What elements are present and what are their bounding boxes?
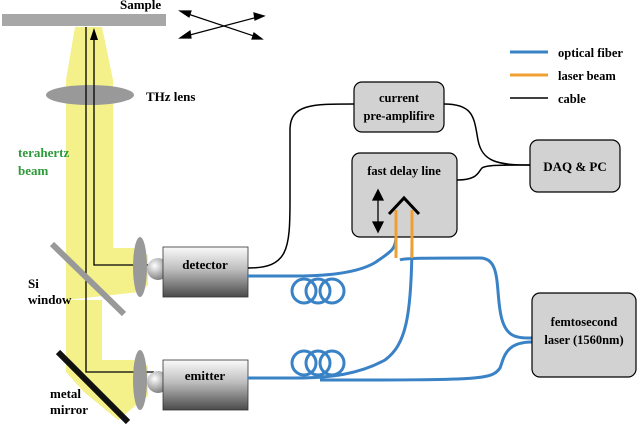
daq-pc-label: DAQ & PC — [543, 159, 607, 174]
laser-beams — [394, 210, 414, 258]
legend-label-laser: laser beam — [558, 69, 616, 83]
femtosecond-laser-box — [531, 292, 637, 378]
fiber-coil-detector — [290, 277, 318, 305]
preamp-label-line2: pre-amplifire — [363, 109, 435, 123]
femtosecond-laser-label: femtosecond — [551, 315, 618, 329]
emitter-module — [162, 359, 249, 411]
preamp-label: current — [379, 91, 420, 105]
emitter-lens — [133, 350, 147, 410]
legend-label-fiber: optical fiber — [558, 46, 623, 60]
terahertz-label: terahertz — [18, 145, 69, 160]
daq-pc-box — [529, 139, 621, 193]
legend: optical fiber laser beam cable — [510, 46, 623, 106]
metal-mirror — [55, 349, 131, 425]
si-window-label-line2: window — [28, 292, 72, 307]
si-window — [49, 241, 127, 317]
emitter-label: emitter — [185, 368, 226, 383]
si-window-label: Si — [28, 276, 39, 291]
fiber-coil-emitter — [290, 349, 318, 377]
metal-mirror-label-line2: mirror — [50, 402, 88, 417]
detector-label: detector — [182, 257, 228, 272]
delay-line-label: fast delay line — [367, 164, 441, 178]
scan-arrow-icon — [178, 10, 266, 40]
delay-arrow-icon — [371, 188, 385, 234]
preamp-box — [353, 81, 445, 133]
detector-module — [162, 246, 249, 298]
legend-label-cable: cable — [558, 92, 586, 106]
thz-lens-label: THz lens — [146, 89, 195, 104]
terahertz-label-line2: beam — [18, 163, 49, 178]
ray-arrowhead-icon — [90, 28, 98, 40]
cables — [247, 103, 531, 269]
thz-lens — [46, 85, 134, 105]
optical-fibers — [248, 235, 533, 382]
sample-label: Sample — [120, 0, 161, 12]
sample-plate — [2, 14, 166, 26]
femtosecond-laser-label-line2: laser (1560nm) — [544, 333, 623, 347]
metal-mirror-label: metal — [50, 386, 81, 401]
retroreflector-icon — [387, 195, 421, 216]
detector-lens — [133, 237, 147, 297]
